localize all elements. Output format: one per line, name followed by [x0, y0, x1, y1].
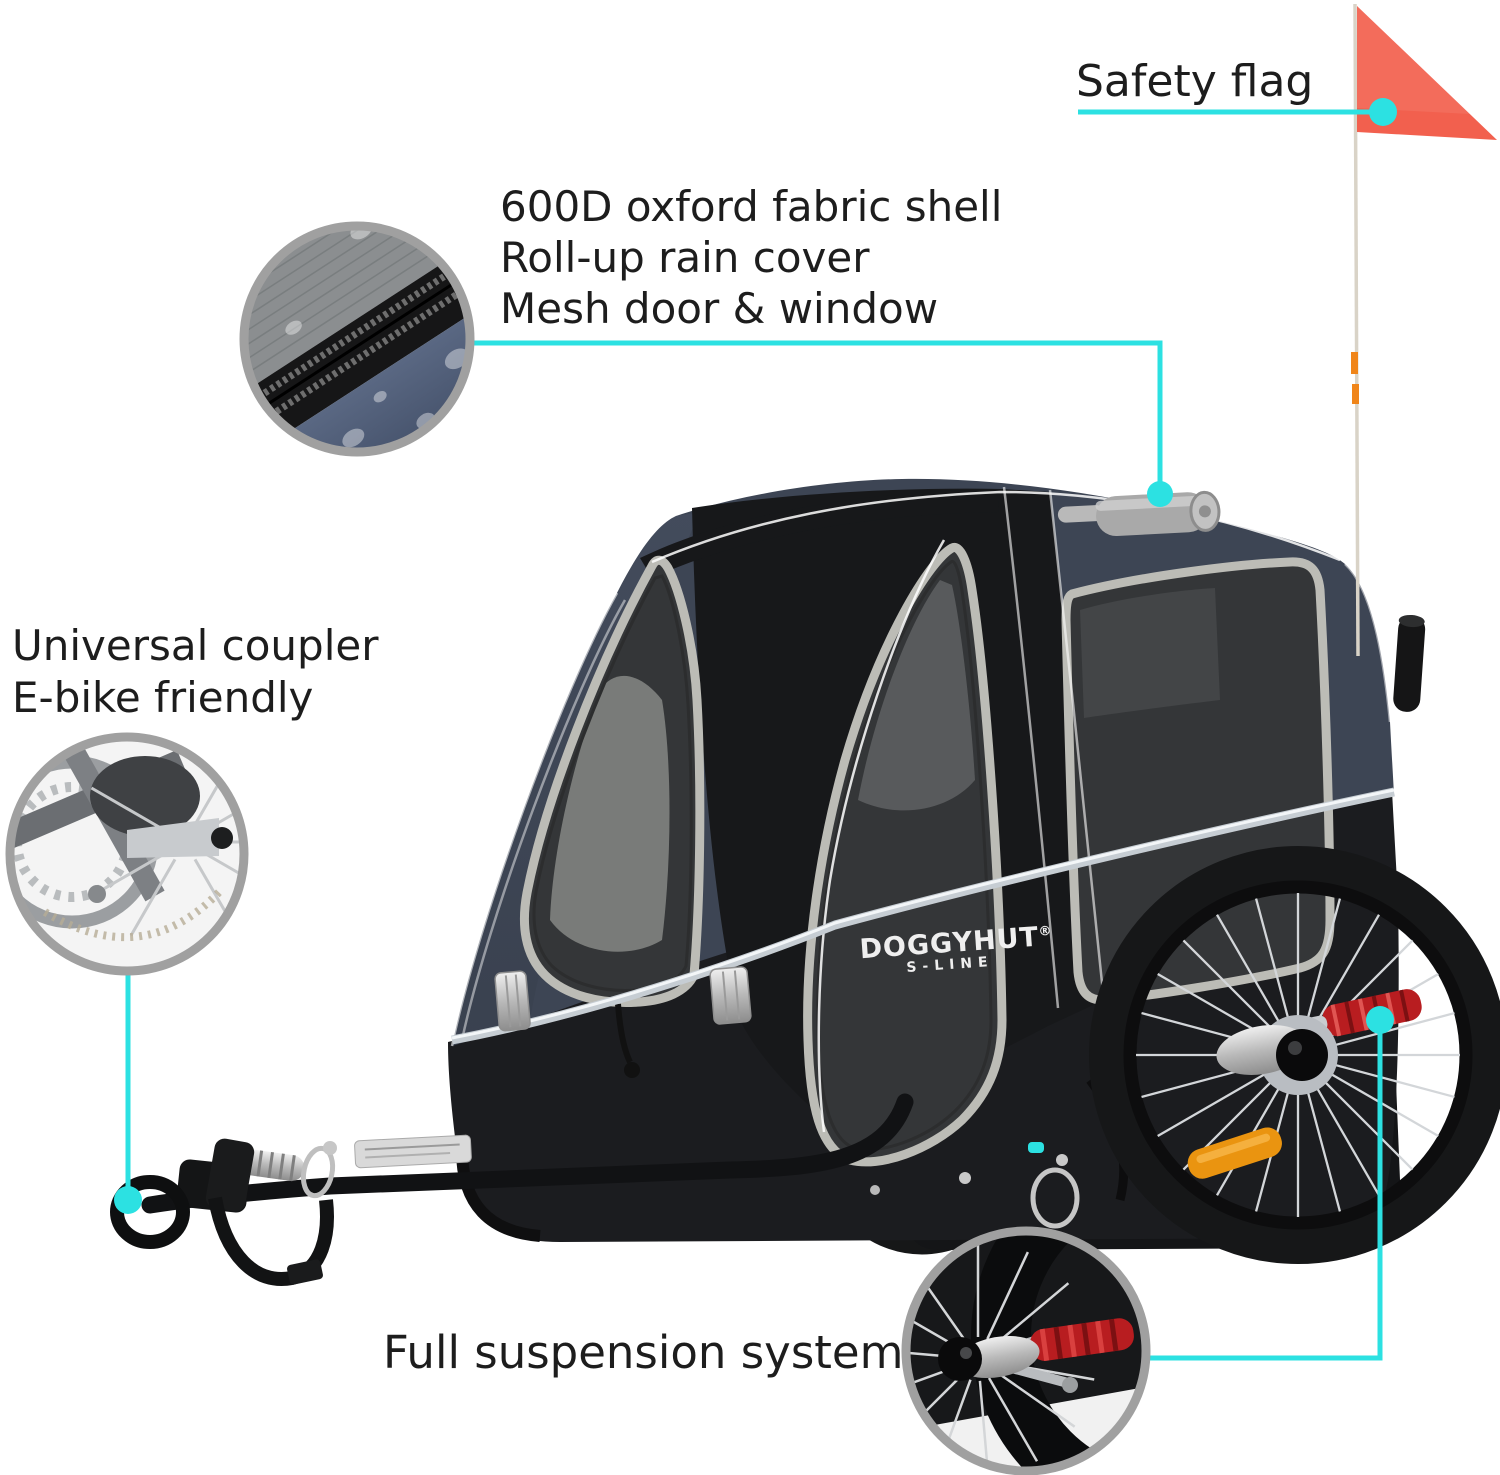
inset-fabric-photo	[239, 221, 475, 457]
label-shell-line3: Mesh door & window	[500, 284, 939, 333]
label-coupler-line1: Universal coupler	[12, 621, 379, 670]
canopy-seams	[450, 486, 1392, 1133]
side-reflectors	[494, 966, 752, 1032]
reflective-stripe	[451, 787, 1395, 1045]
safety-flag	[1351, 3, 1497, 657]
label-safety-flag: Safety flag	[1076, 56, 1314, 107]
wheel-hub	[1216, 1015, 1338, 1095]
flag-holder-tube	[1393, 614, 1426, 712]
label-coupler-line2: E-bike friendly	[12, 673, 314, 722]
rear-mesh-window	[1061, 557, 1335, 1005]
zipper-pull	[615, 1003, 640, 1078]
label-universal-coupler: Universal coupler E-bike friendly	[12, 620, 378, 724]
trailer	[110, 478, 1500, 1286]
inset-suspension-photo	[901, 1226, 1151, 1475]
callouts	[114, 98, 1397, 1361]
label-shell-line1: 600D oxford fabric shell	[500, 182, 1003, 231]
pole-orange-band	[1351, 352, 1358, 374]
hitch-coupler[interactable]	[110, 1137, 337, 1249]
label-full-suspension: Full suspension system	[383, 1326, 904, 1379]
leader-safety-flag	[1078, 98, 1397, 126]
towbar-label-sticker	[354, 1134, 472, 1169]
inset-coupler-photo	[5, 732, 249, 976]
leader-shell	[468, 340, 1173, 507]
right-wheel	[1089, 846, 1500, 1264]
label-shell-line2: Roll-up rain cover	[500, 233, 870, 282]
tow-bar[interactable]	[110, 1093, 914, 1286]
frame-clip-accent	[1028, 1142, 1044, 1153]
leader-suspension	[1148, 1006, 1394, 1361]
pole-orange-band	[1352, 384, 1359, 404]
roof-vent-band	[640, 489, 1000, 578]
front-mesh-window	[519, 555, 705, 1078]
label-shell-features: 600D oxford fabric shell Roll-up rain co…	[500, 181, 1002, 334]
leader-coupler	[114, 970, 142, 1214]
